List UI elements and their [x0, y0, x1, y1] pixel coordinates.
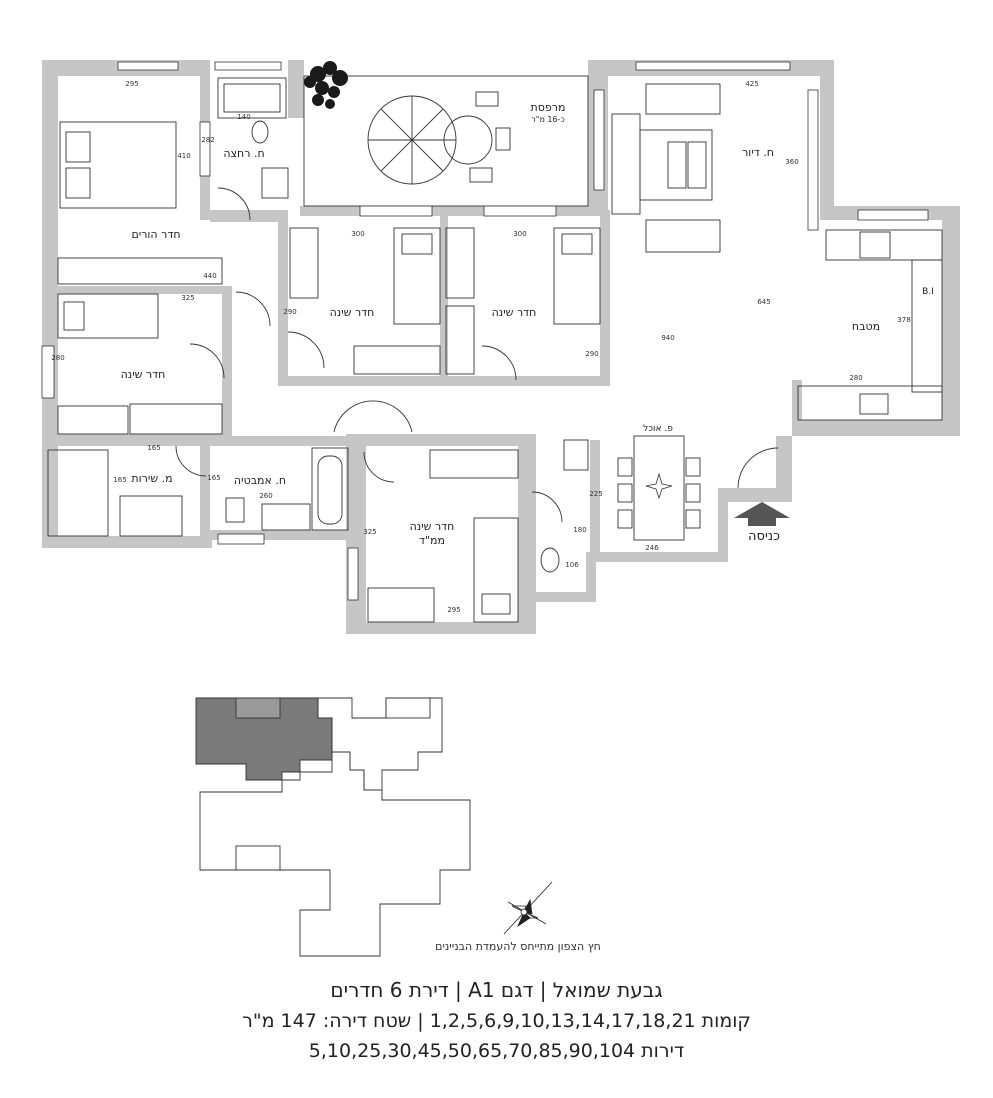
dim-label: 295 [447, 606, 460, 614]
windows [41, 61, 929, 601]
dim-label: 325 [181, 294, 194, 302]
units-info: דירות 5,10,25,30,45,50,65,70,85,90,104 [308, 1040, 685, 1062]
label-dining: פ. אוכל [643, 424, 673, 434]
label-bedroom-2: חדר שינה [492, 306, 537, 319]
dim-label: 280 [51, 354, 64, 362]
label-built-in: B.I [922, 287, 934, 297]
dim-label: 165 [113, 476, 126, 484]
compass-icon [503, 881, 553, 935]
compass-note: חץ הצפון מתייחס להעמדת הבניינים [435, 940, 601, 953]
dim-label: 225 [589, 490, 602, 498]
label-shower: ח. רחצה [223, 147, 264, 160]
dim-label: 260 [259, 492, 272, 500]
label-bedroom-3: חדר שינה [121, 368, 166, 381]
dim-label: 290 [585, 350, 598, 358]
plant-icon [304, 61, 348, 109]
room-labels: מרפסת כ-16 מ"ר ח. דיור חדר הורים ח. רחצה… [121, 101, 934, 547]
dim-label: 940 [661, 334, 674, 342]
dim-label: 165 [207, 474, 220, 482]
dimension-labels: 295 140 282 410 425 360 300 300 440 325 … [51, 80, 910, 614]
dim-label: 440 [203, 272, 216, 280]
dim-label: 425 [745, 80, 758, 88]
walls [42, 60, 960, 634]
dim-label: 165 [147, 444, 160, 452]
label-bathroom: ח. אמבטיה [234, 474, 286, 487]
entrance-arrow-icon [734, 502, 790, 526]
balcony-furniture [367, 91, 511, 185]
dim-label: 378 [897, 316, 910, 324]
key-plan [195, 697, 471, 957]
label-master-bedroom: חדר הורים [131, 228, 180, 241]
label-safe-room-1: חדר שינה [410, 520, 455, 533]
dim-label: 246 [645, 544, 659, 552]
star-icon [645, 472, 673, 500]
label-service: מ. שירות [131, 472, 172, 485]
interior-lines [47, 75, 943, 623]
dim-label: 180 [573, 526, 586, 534]
dim-label: 300 [351, 230, 364, 238]
label-entrance: כניסה [748, 529, 780, 544]
floors-info: קומות 1,2,5,6,9,10,13,14,17,18,21 | שטח … [242, 1010, 751, 1032]
label-living: ח. דיור [742, 146, 774, 159]
label-balcony: מרפסת [531, 101, 566, 114]
dim-label: 300 [513, 230, 526, 238]
dim-label: 290 [283, 308, 296, 316]
dim-label: 282 [201, 136, 214, 144]
dim-label: 106 [565, 561, 579, 569]
dim-label: 295 [125, 80, 138, 88]
dim-label: 280 [849, 374, 862, 382]
plan-title: גבעת שמואל | דגם A1 | דירת 6 חדרים [330, 978, 663, 1002]
dim-label: 645 [757, 298, 770, 306]
dim-label: 325 [363, 528, 376, 536]
dim-label: 140 [237, 113, 250, 121]
dim-label: 410 [177, 152, 190, 160]
label-bedroom-1: חדר שינה [330, 306, 375, 319]
label-balcony-area: כ-16 מ"ר [531, 115, 564, 124]
label-safe-room-2: ממ"ד [419, 534, 445, 547]
label-kitchen: מטבח [852, 320, 880, 333]
dim-label: 360 [785, 158, 798, 166]
